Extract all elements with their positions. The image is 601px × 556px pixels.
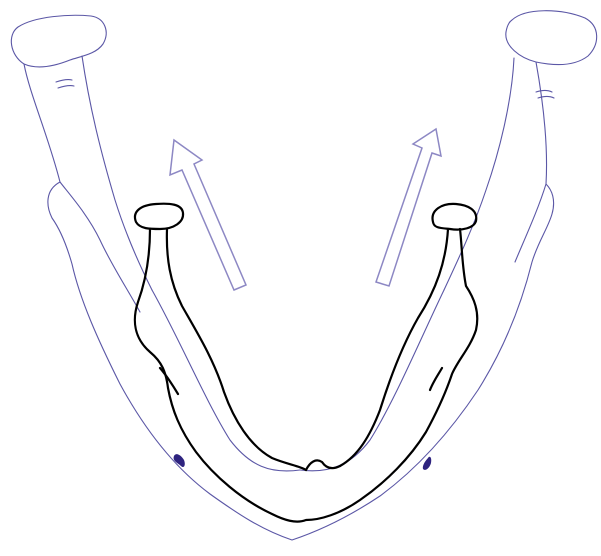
inner-chin-curve [306, 460, 340, 470]
inner-right-stub [430, 368, 442, 390]
outer-left-ramus-inner [82, 56, 152, 290]
outer-left-oblique-line [152, 290, 300, 471]
outer-left-sigmoid [60, 182, 140, 312]
left-mental-foramen [174, 454, 185, 467]
right-arrow [376, 129, 441, 286]
outer-mandible-outline [11, 11, 596, 540]
outer-right-notch [515, 184, 546, 262]
left-arrow [170, 140, 246, 290]
outer-right-ramus-inner [444, 58, 514, 290]
inner-right-condyle [433, 204, 477, 230]
direction-arrows [170, 129, 441, 290]
outer-right-oblique-line [300, 290, 444, 471]
outer-right-condyle-marks [536, 91, 554, 99]
outer-left-condyle [11, 15, 106, 67]
right-mental-foramen [423, 457, 431, 470]
inner-left-condyle [135, 204, 183, 229]
outer-left-condyle-marks [56, 80, 74, 88]
inner-mandible-arch [135, 229, 477, 522]
outer-right-condyle [506, 11, 597, 65]
